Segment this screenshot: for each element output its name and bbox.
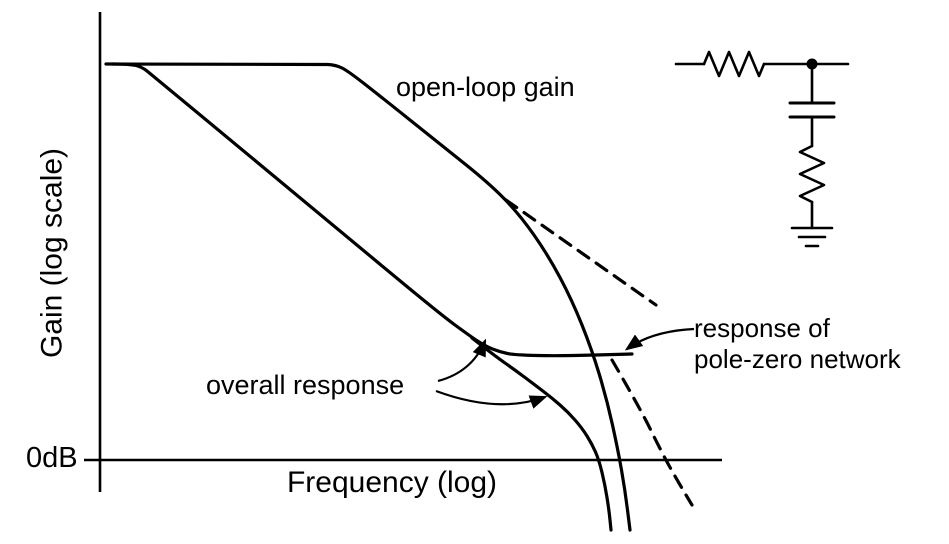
x-axis-label: Frequency (log) bbox=[286, 466, 498, 499]
y-axis-label: Gain (log scale) bbox=[35, 147, 69, 359]
annotation-arrows bbox=[435, 327, 695, 409]
zero-db-label: 0dB bbox=[26, 442, 78, 474]
pole-zero-label-line2: pole-zero network bbox=[694, 344, 901, 375]
overall-response-arrow-upper bbox=[437, 338, 487, 383]
curve-pole-zero-network bbox=[110, 62, 634, 358]
curve-overall-response bbox=[470, 336, 613, 532]
axes bbox=[84, 12, 722, 492]
ground-symbol-icon bbox=[790, 226, 834, 248]
shunt-resistor-icon bbox=[798, 144, 826, 204]
curve-single-pole-asymptote bbox=[504, 198, 658, 307]
overall-response-label: overall response bbox=[206, 370, 405, 400]
pole-zero-arrow bbox=[624, 327, 695, 351]
curves-group bbox=[104, 62, 694, 532]
overall-response-arrow-lower bbox=[435, 389, 548, 409]
pole-zero-label-line1: response of bbox=[694, 313, 830, 343]
pole-zero-network-label: response of pole-zero network bbox=[694, 313, 901, 375]
open-loop-gain-label: open-loop gain bbox=[396, 72, 575, 102]
curve-steep-asymptote bbox=[610, 358, 694, 507]
series-resistor-icon bbox=[702, 50, 766, 78]
pole-zero-circuit bbox=[674, 50, 850, 248]
